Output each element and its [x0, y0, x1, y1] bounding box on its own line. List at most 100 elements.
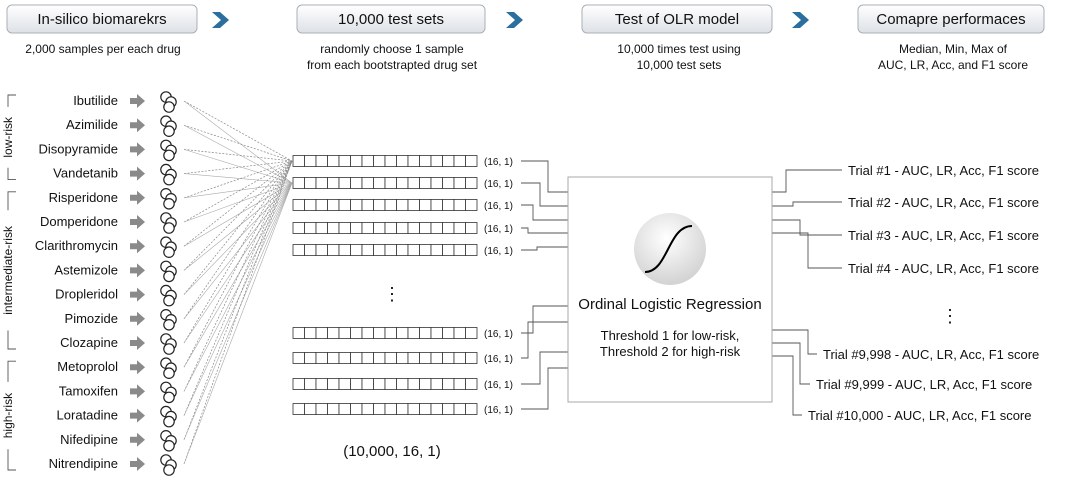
vector-cell [430, 177, 443, 189]
step-description: Median, Min, Max of [899, 42, 1008, 56]
vector-cell [350, 352, 363, 364]
sample-circle [163, 415, 175, 428]
vector-cell [430, 222, 443, 234]
sample-link-line [183, 160, 293, 174]
vector-cell [304, 177, 317, 189]
vector-cell [442, 403, 455, 415]
sample-link-line [183, 160, 293, 344]
vector-cell [396, 327, 409, 339]
drug-arrow-icon [130, 432, 145, 447]
vector-cell [361, 403, 374, 415]
vector-cell [338, 155, 351, 167]
sample-link-line [183, 182, 293, 344]
drug-arrow-icon [130, 311, 145, 326]
vector-cell [407, 199, 420, 211]
vector-cell [338, 327, 351, 339]
vector-cell [442, 199, 455, 211]
vector-cell [373, 222, 386, 234]
risk-group-label: high-risk [1, 392, 15, 438]
sample-link-line [183, 149, 293, 162]
vector-cell [350, 244, 363, 256]
vector-cell [465, 177, 478, 189]
vector-cell [407, 155, 420, 167]
vector-cell [304, 155, 317, 167]
bracket-line [7, 167, 16, 181]
risk-group-bracket [7, 360, 16, 471]
vector-cell [361, 378, 374, 390]
sample-link-line [183, 160, 293, 271]
model-to-trial-connector [772, 342, 810, 385]
vector-cell [315, 378, 328, 390]
trial-ellipsis: ⋮ [941, 306, 959, 326]
sample-link-line [183, 149, 293, 184]
sample-circle [163, 270, 175, 283]
vector-cell [453, 352, 466, 364]
vector-cell [384, 378, 397, 390]
vector-cell [315, 155, 328, 167]
feature-vector [292, 403, 478, 415]
step-title: 10,000 test sets [338, 11, 444, 28]
step-description: 2,000 samples per each drug [25, 42, 180, 56]
feature-vector [292, 222, 478, 234]
vector-cell [292, 352, 305, 364]
vector-cell [465, 327, 478, 339]
vector-cell [361, 327, 374, 339]
sample-circle [163, 198, 175, 210]
vector-shape-label: (16, 1) [484, 354, 513, 365]
trial-result: Trial #9,998 - AUC, LR, Acc, F1 score [823, 347, 1039, 362]
vector-to-model-connector [521, 305, 568, 334]
sample-link-line [183, 160, 293, 247]
vector-cell [338, 199, 351, 211]
sample-link-line [183, 182, 293, 392]
drug-arrow-icon [130, 166, 145, 181]
sample-link-line [183, 182, 293, 319]
model-to-trial-connector [772, 329, 817, 355]
vector-cell [350, 199, 363, 211]
sample-cluster-icon [160, 163, 177, 186]
step-header-box [296, 4, 486, 34]
vector-cell [465, 199, 478, 211]
vector-cell [315, 199, 328, 211]
threshold-line: Threshold 2 for high-risk [600, 344, 741, 359]
feature-vector [292, 378, 478, 390]
sample-link-line [183, 160, 293, 392]
sample-link-line [183, 182, 293, 440]
vector-cell [465, 155, 478, 167]
vector-cell [315, 352, 328, 364]
vector-cell [442, 352, 455, 364]
vector-cell [304, 199, 317, 211]
sample-link-line [183, 160, 293, 440]
vector-cell [315, 244, 328, 256]
sample-cluster-icon [160, 308, 177, 331]
vector-cell [327, 403, 340, 415]
sigmoid-curve [644, 225, 693, 273]
vector-cell [384, 155, 397, 167]
vector-to-model-connector [521, 204, 568, 221]
vector-cell [350, 222, 363, 234]
drug-label: Disopyramide [39, 141, 118, 156]
trial-result: Trial #9,999 - AUC, LR, Acc, F1 score [816, 377, 1032, 392]
vector-cell [430, 155, 443, 167]
model-to-trial-connector [772, 169, 842, 193]
feature-vector [292, 352, 478, 364]
sample-link-line [183, 160, 293, 368]
vector-cell [373, 244, 386, 256]
vector-cell [350, 177, 363, 189]
vector-cell [373, 403, 386, 415]
vector-cell [315, 327, 328, 339]
drug-label: Pimozide [65, 311, 118, 326]
drug-label: Domperidone [40, 214, 118, 229]
vector-cell [384, 177, 397, 189]
sigmoid-icon [634, 213, 706, 285]
vector-cell [361, 199, 374, 211]
drug-arrow-icon [130, 263, 145, 278]
vector-cell [304, 352, 317, 364]
vector-cell [419, 352, 432, 364]
vector-cell [361, 222, 374, 234]
step-arrow-icon [212, 12, 229, 28]
feature-vector [292, 244, 478, 256]
vector-cell [465, 378, 478, 390]
vector-cell [407, 222, 420, 234]
drug-label: Tamoxifen [59, 383, 118, 398]
vector-cell [396, 222, 409, 234]
